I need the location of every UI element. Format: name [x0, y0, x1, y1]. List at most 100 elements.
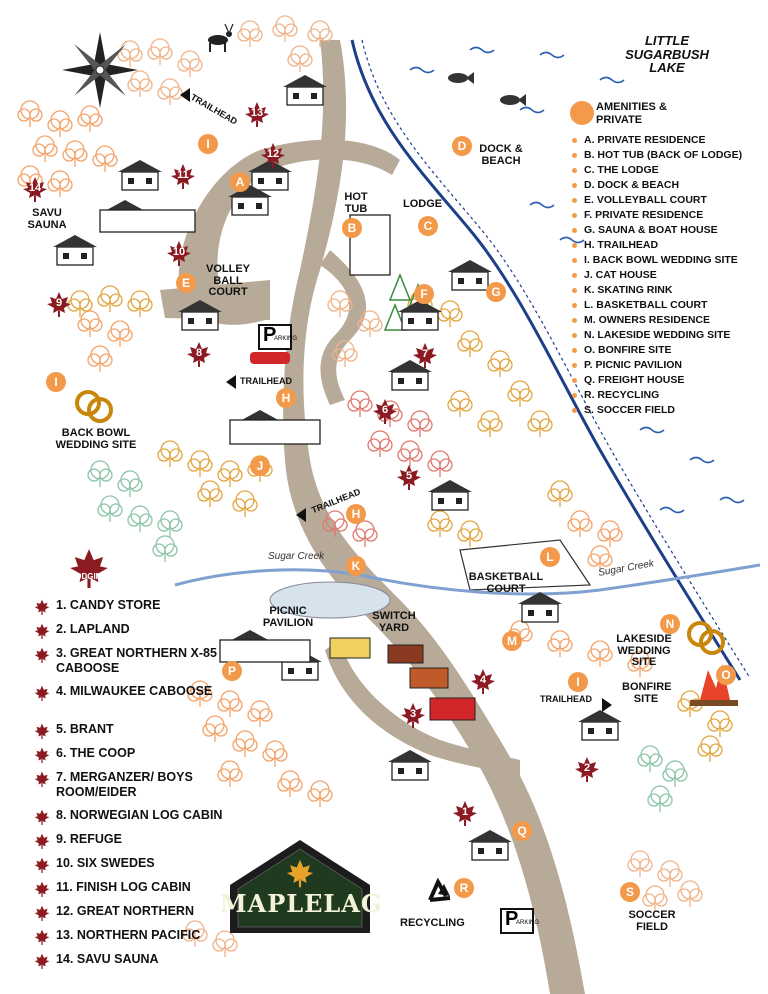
marker-h: H — [276, 388, 296, 408]
marker-i2: I — [46, 372, 66, 392]
lodging-item: 3. GREAT NORTHERN X-85 CABOOSE — [34, 646, 236, 684]
marker-c: C — [418, 216, 438, 236]
lodging-marker-8: 8 — [186, 341, 212, 367]
recycling-label: RECYCLING — [400, 917, 465, 929]
marker-b: B — [342, 218, 362, 238]
lodging-item: 2. LAPLAND — [34, 622, 236, 646]
trailhead-label: TRAILHEAD — [240, 376, 292, 386]
lodging-marker-14: 14 — [22, 176, 48, 202]
maple-leaf-icon — [34, 623, 50, 639]
trailhead-label: TRAILHEAD — [540, 694, 592, 704]
lodging-marker-4: 4 — [470, 668, 496, 694]
amenity-item: L. BASKETBALL COURT — [570, 298, 742, 313]
lodging-item: 12. GREAT NORTHERN — [34, 904, 236, 928]
amenity-item: C. THE LODGE — [570, 163, 742, 178]
amenity-item: K. SKATING RINK — [570, 283, 742, 298]
marker-a: A — [230, 172, 250, 192]
amenity-item: G. SAUNA & BOAT HOUSE — [570, 223, 742, 238]
maple-leaf-icon — [34, 599, 50, 615]
marker-e: E — [176, 273, 196, 293]
maple-leaf-icon — [34, 723, 50, 739]
lodging-item: 8. NORWEGIAN LOG CABIN — [34, 808, 236, 832]
marker-m: M — [502, 631, 522, 651]
marker-l: L — [540, 547, 560, 567]
marker-n: N — [660, 614, 680, 634]
amenity-item: F. PRIVATE RESIDENCE — [570, 208, 742, 223]
maple-leaf-icon — [70, 549, 108, 589]
amenity-item: R. RECYCLING — [570, 388, 742, 403]
amenities-list: A. PRIVATE RESIDENCE B. HOT TUB (BACK OF… — [570, 133, 742, 418]
lodging-marker-13: 13 — [244, 101, 270, 127]
marker-i: I — [198, 134, 218, 154]
recycle-icon — [428, 877, 451, 902]
compass-rose-icon — [62, 32, 138, 108]
soccer-field-label: SOCCER FIELD — [628, 909, 676, 933]
marker-d: D — [452, 136, 472, 156]
lodging-marker-7: 7 — [412, 342, 438, 368]
lodging-marker-12: 12 — [260, 142, 286, 168]
amenity-item: Q. FREIGHT HOUSE — [570, 373, 742, 388]
lodge-label: LODGE — [403, 198, 443, 210]
lodging-marker-6: 6 — [372, 398, 398, 424]
amenity-item: E. VOLLEYBALL COURT — [570, 193, 742, 208]
maple-leaf-icon — [34, 647, 50, 663]
maple-leaf-icon — [34, 953, 50, 969]
lodging-item: 10. SIX SWEDES — [34, 856, 236, 880]
savu-sauna-label: SAVU SAUNA — [27, 207, 67, 231]
lodging-item: 14. SAVU SAUNA — [34, 952, 236, 976]
marker-f: F — [414, 284, 434, 304]
marker-p: P — [222, 661, 242, 681]
lodging-item: 6. THE COOP — [34, 746, 236, 770]
lodging-item: 1. CANDY STORE — [34, 598, 236, 622]
lodging-marker-5: 5 — [396, 464, 422, 490]
maple-leaf-icon — [34, 809, 50, 825]
marker-h2: H — [346, 504, 366, 524]
marker-g: G — [486, 282, 506, 302]
lodging-item: 13. NORTHERN PACIFIC — [34, 928, 236, 952]
amenity-item: M. OWNERS RESIDENCE — [570, 313, 742, 328]
maplelag-logo: MAPLELAG — [220, 835, 381, 935]
lodging-item: 7. MERGANZER/ BOYS ROOM/EIDER — [34, 770, 226, 808]
lodging-item: 5. BRANT — [34, 722, 236, 746]
amenity-item: H. TRAILHEAD — [570, 238, 742, 253]
volleyball-court-label: VOLLEY BALL COURT — [205, 263, 250, 299]
lodging-marker-2: 2 — [574, 756, 600, 782]
bonfire-site-label: BONFIRE SITE — [622, 681, 672, 705]
lodging-badge: LODGING — [68, 548, 110, 589]
lodging-item: 4. MILWAUKEE CABOOSE — [34, 684, 216, 722]
amenities-dot-icon — [570, 101, 594, 125]
lake-name: LITTLE SUGARBUSH LAKE — [625, 33, 709, 76]
marker-o: O — [716, 665, 736, 685]
amenity-item: N. LAKESIDE WEDDING SITE — [570, 328, 742, 343]
amenity-item: J. CAT HOUSE — [570, 268, 742, 283]
maple-leaf-icon — [34, 747, 50, 763]
maple-leaf-icon — [34, 833, 50, 849]
picnic-pavilion-label: PICNIC PAVILION — [262, 605, 314, 629]
hot-tub-label: HOT TUB — [344, 191, 368, 215]
amenity-item: S. SOCCER FIELD — [570, 403, 742, 418]
marker-r: R — [454, 878, 474, 898]
maple-leaf-icon — [34, 857, 50, 873]
lodging-list: 1. CANDY STORE 2. LAPLAND 3. GREAT NORTH… — [34, 598, 236, 976]
back-bowl-label: BACK BOWL WEDDING SITE — [55, 427, 137, 451]
amenity-item: P. PICNIC PAVILION — [570, 358, 742, 373]
marker-q: Q — [512, 821, 532, 841]
lodging-marker-1: 1 — [452, 800, 478, 826]
marker-j: J — [250, 456, 270, 476]
lodging-marker-11: 11 — [170, 163, 196, 189]
amenity-item: D. DOCK & BEACH — [570, 178, 742, 193]
maple-leaf-icon — [34, 771, 50, 787]
amenity-item: O. BONFIRE SITE — [570, 343, 742, 358]
lodging-item: 9. REFUGE — [34, 832, 236, 856]
marker-i3: I — [568, 672, 588, 692]
wedding-rings-icon — [75, 390, 725, 655]
maple-leaf-icon — [34, 685, 50, 701]
lodging-item: 11. FINISH LOG CABIN — [34, 880, 236, 904]
marker-s: S — [620, 882, 640, 902]
lodging-marker-9: 9 — [46, 291, 72, 317]
amenity-item: A. PRIVATE RESIDENCE — [570, 133, 742, 148]
